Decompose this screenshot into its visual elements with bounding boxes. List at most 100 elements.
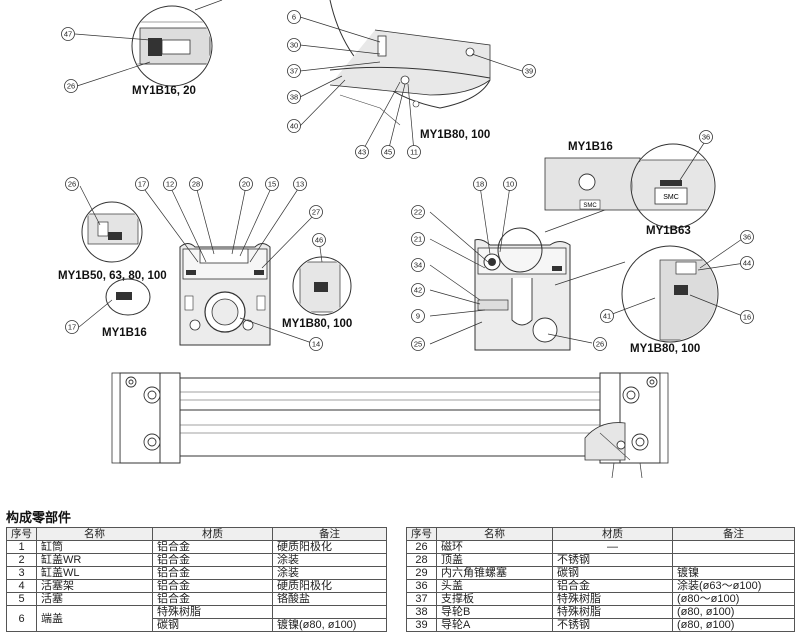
svg-text:13: 13: [296, 180, 304, 189]
callout-20: 20: [239, 177, 253, 191]
col-header-name: 名称: [36, 527, 153, 541]
callout-37: 37: [287, 64, 301, 78]
cell-material: 铝合金: [152, 566, 273, 580]
callout-26c: 26: [593, 337, 607, 351]
detail-my1b80-100-top: MY1B80, 100: [299, 0, 523, 153]
svg-text:36: 36: [743, 233, 751, 242]
callout-28: 28: [189, 177, 203, 191]
svg-text:37: 37: [290, 67, 298, 76]
svg-text:22: 22: [414, 208, 422, 217]
callout-22: 22: [411, 205, 425, 219]
cell-note: (ø80～ø100): [672, 592, 795, 606]
parts-table-title: 构成零部件: [6, 510, 72, 525]
cell-no: 39: [406, 618, 437, 632]
svg-text:15: 15: [268, 180, 276, 189]
col-header-note: 备注: [272, 527, 387, 541]
callout-40: 40: [287, 119, 301, 133]
col-header-material: 材质: [552, 527, 673, 541]
detail-my1b16-63: MY1B16 SMC SMC MY1B63: [544, 139, 716, 237]
cell-note: (ø80, ø100): [672, 618, 795, 632]
cell-note: 硬质阳极化: [272, 579, 387, 593]
cell-note: (ø80, ø100): [672, 605, 795, 619]
caption-my1b50-100: MY1B50, 63, 80, 100: [58, 270, 167, 282]
cell-no: 5: [6, 592, 37, 606]
svg-text:38: 38: [290, 93, 298, 102]
cell-material: 铝合金: [552, 579, 673, 593]
svg-text:11: 11: [410, 148, 418, 157]
callout-30: 30: [287, 38, 301, 52]
svg-text:14: 14: [312, 340, 320, 349]
callout-25: 25: [411, 337, 425, 351]
callout-41: 41: [600, 309, 614, 323]
cell-name: 端盖: [36, 605, 153, 632]
detail-my1b50-100: MY1B50, 63, 80, 100 MY1B16: [58, 185, 167, 339]
svg-text:41: 41: [603, 312, 611, 321]
cell-name: 缸盖WR: [36, 553, 153, 567]
callout-6: 6: [287, 10, 301, 24]
col-header-name: 名称: [436, 527, 553, 541]
svg-text:17: 17: [138, 180, 146, 189]
cell-note: 镀镍(ø80, ø100): [272, 618, 387, 632]
svg-text:16: 16: [743, 313, 751, 322]
cell-no: 26: [406, 540, 437, 554]
svg-text:21: 21: [414, 235, 422, 244]
callout-43: 43: [355, 145, 369, 159]
smc-mark-small: SMC: [583, 203, 597, 209]
cell-no: 37: [406, 592, 437, 606]
callout-layer: 47 26 6 30 37 38 40 43 45 11 39 17 12 28…: [61, 10, 754, 351]
cell-material: 特殊树脂: [552, 605, 673, 619]
svg-text:6: 6: [292, 13, 296, 22]
col-header-material: 材质: [152, 527, 273, 541]
callout-39: 39: [522, 64, 536, 78]
cell-material: 不锈钢: [552, 553, 673, 567]
cell-material: 铝合金: [152, 579, 273, 593]
callout-15: 15: [265, 177, 279, 191]
callout-36a: 36: [699, 130, 713, 144]
smc-mark: SMC: [663, 194, 679, 201]
callout-46: 46: [312, 233, 326, 247]
caption-my1b80-100-mid: MY1B80, 100: [282, 318, 352, 330]
cell-no: 36: [406, 579, 437, 593]
callout-17a: 17: [135, 177, 149, 191]
cell-note: 铬酸盐: [272, 592, 387, 606]
callout-26: 26: [64, 79, 78, 93]
cell-note: [672, 540, 795, 554]
cell-no: 3: [6, 566, 37, 580]
callout-16: 16: [740, 310, 754, 324]
svg-text:26: 26: [67, 82, 75, 91]
svg-text:40: 40: [290, 122, 298, 131]
cell-name: 磁环: [436, 540, 553, 554]
cell-note: 涂装: [272, 553, 387, 567]
svg-text:42: 42: [414, 286, 422, 295]
callout-42: 42: [411, 283, 425, 297]
cell-name: 导轮B: [436, 605, 553, 619]
cell-material: —: [552, 540, 673, 554]
cell-note: [672, 553, 795, 567]
col-header-note: 备注: [672, 527, 795, 541]
cylinder-assembly-drawing: MY1B16, 20 MY1B80, 100 MY1B50, 63, 80, 1…: [58, 0, 754, 479]
cell-material: 碳钢: [552, 566, 673, 580]
cell-name: 顶盖: [436, 553, 553, 567]
cell-material: 铝合金: [152, 592, 273, 606]
detail-my1b80-100-right: MY1B80, 100: [606, 236, 746, 355]
callout-10: 10: [503, 177, 517, 191]
detail-my1b80-100-mid: MY1B80, 100: [282, 239, 352, 330]
cell-no: 1: [6, 540, 37, 554]
caption-my1b63: MY1B63: [646, 225, 691, 237]
svg-text:39: 39: [525, 67, 533, 76]
cell-name: 缸筒: [36, 540, 153, 554]
svg-text:10: 10: [506, 180, 514, 189]
svg-text:25: 25: [414, 340, 422, 349]
cross-section-left: [141, 185, 317, 346]
callout-45: 45: [381, 145, 395, 159]
